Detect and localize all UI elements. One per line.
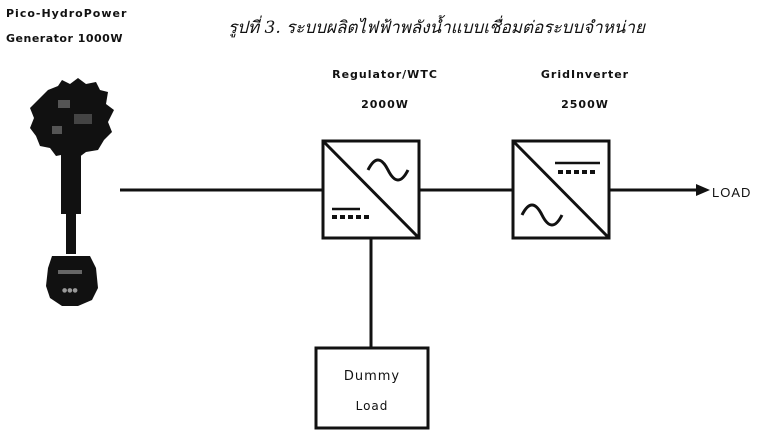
regulator-block: [321, 139, 421, 240]
generator-rating-label: Generator 1000W: [6, 32, 123, 45]
load-arrowhead: [696, 184, 710, 196]
figure-caption: รูปที่ 3. ระบบผลิตไฟฟ้าพลังน้ำแบบเชื่อมต…: [228, 18, 645, 38]
load-output-label: LOAD: [712, 185, 752, 200]
svg-text:●●●: ●●●: [62, 287, 78, 294]
regulator-name-label: Regulator/WTC: [332, 68, 438, 81]
generator-name-label: Pico-HydroPower: [6, 7, 128, 20]
inverter-block: [511, 139, 611, 240]
regulator-rating-label: 2000W: [361, 98, 409, 111]
ac-wave-symbol: [366, 158, 410, 182]
dc-dashes-symbol: [332, 215, 369, 219]
dummy-load-box: [314, 346, 430, 430]
ac-wave-symbol: [520, 203, 564, 227]
dc-dashes-symbol: [558, 170, 595, 174]
inverter-name-label: GridInverter: [540, 68, 630, 81]
hydro-turbine-picture: ●●●: [30, 78, 114, 306]
dummy-load-label-line1: Dummy: [343, 369, 401, 384]
inverter-rating-label: 2500W: [561, 98, 609, 111]
dummy-load-label-line2: Load: [355, 399, 389, 413]
